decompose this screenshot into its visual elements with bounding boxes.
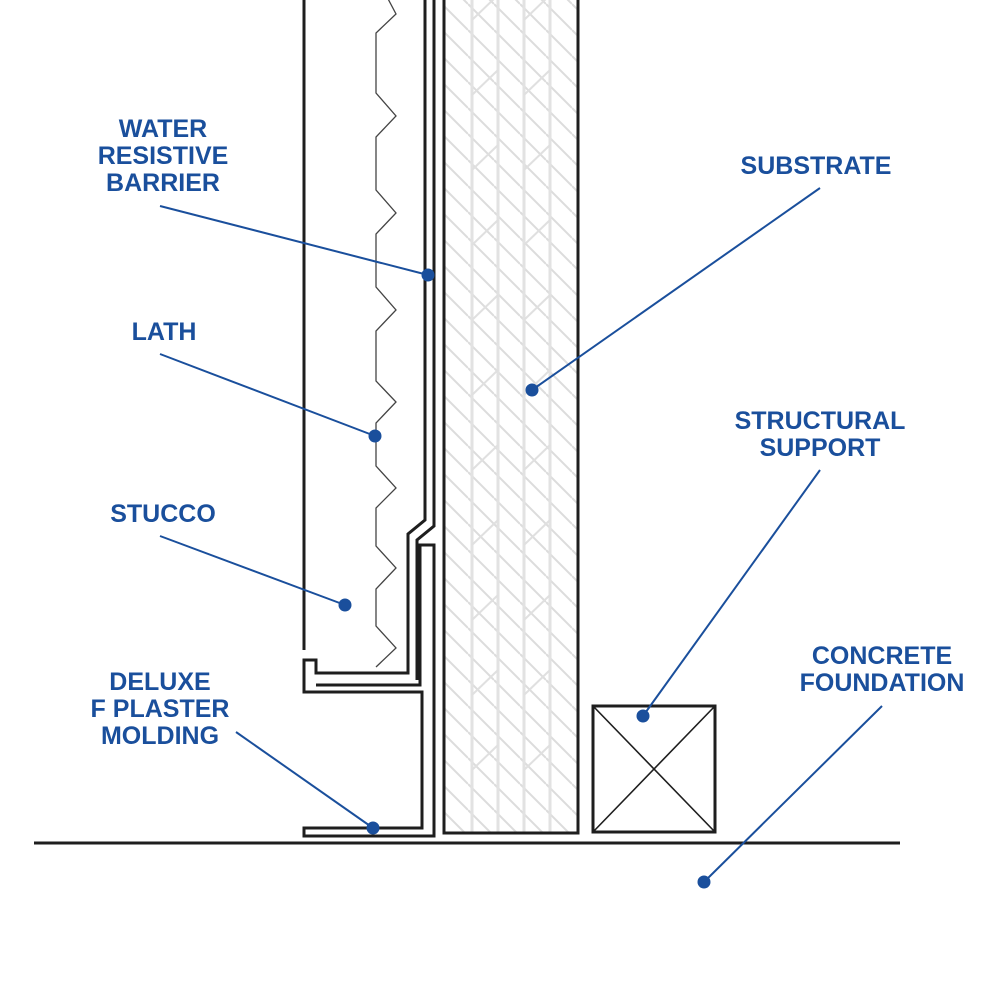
label-line: CONCRETE xyxy=(811,642,953,670)
label-line: SUPPORT xyxy=(759,434,881,462)
label-line: STRUCTURAL xyxy=(734,407,906,435)
label-structural-support: STRUCTURAL SUPPORT xyxy=(735,408,906,462)
substrate xyxy=(442,0,580,835)
substrate-strip-lines xyxy=(470,0,552,832)
label-deluxe-f-plaster-molding: DELUXE F PLASTER MOLDING xyxy=(91,669,230,750)
label-line: BARRIER xyxy=(106,169,220,197)
label-lath: LATH xyxy=(132,319,197,346)
leader-lath xyxy=(159,353,376,437)
substrate-hatch xyxy=(444,0,578,833)
label-line: SUBSTRATE xyxy=(740,152,892,180)
label-line: RESISTIVE xyxy=(97,142,229,170)
label-line: DELUXE xyxy=(109,668,211,696)
leader-dot-concrete-foundation xyxy=(697,875,711,889)
water-resistive-barrier xyxy=(302,0,436,838)
leader-dot-water-resistive-barrier xyxy=(421,268,435,282)
structural-support-box xyxy=(591,704,717,834)
label-line: F PLASTER xyxy=(90,695,230,723)
leader-stucco xyxy=(159,535,346,606)
substrate-outline xyxy=(442,0,580,835)
leader-substrate xyxy=(531,187,821,391)
leader-water-resistive-barrier xyxy=(159,205,429,276)
label-line: FOUNDATION xyxy=(799,669,965,697)
leader-plaster-molding xyxy=(235,731,374,829)
label-line: MOLDING xyxy=(100,722,220,750)
leader-dot-structural-support xyxy=(636,709,650,723)
leader-structural-support xyxy=(642,469,821,717)
label-substrate: SUBSTRATE xyxy=(741,153,892,180)
leader-concrete-foundation xyxy=(703,705,883,883)
label-water-resistive-barrier: WATER RESISTIVE BARRIER xyxy=(98,116,229,197)
label-line: WATER xyxy=(118,115,208,143)
label-line: LATH xyxy=(131,318,197,346)
lath-zigzag xyxy=(375,0,397,668)
leader-dot-lath xyxy=(368,429,382,443)
label-concrete-foundation: CONCRETE FOUNDATION xyxy=(800,643,965,697)
leader-dot-stucco xyxy=(338,598,352,612)
substrate-chevrons xyxy=(471,0,551,771)
label-line: STUCCO xyxy=(110,500,216,528)
leader-dot-plaster-molding xyxy=(366,821,380,835)
leader-dot-substrate xyxy=(525,383,539,397)
label-stucco: STUCCO xyxy=(110,501,216,528)
